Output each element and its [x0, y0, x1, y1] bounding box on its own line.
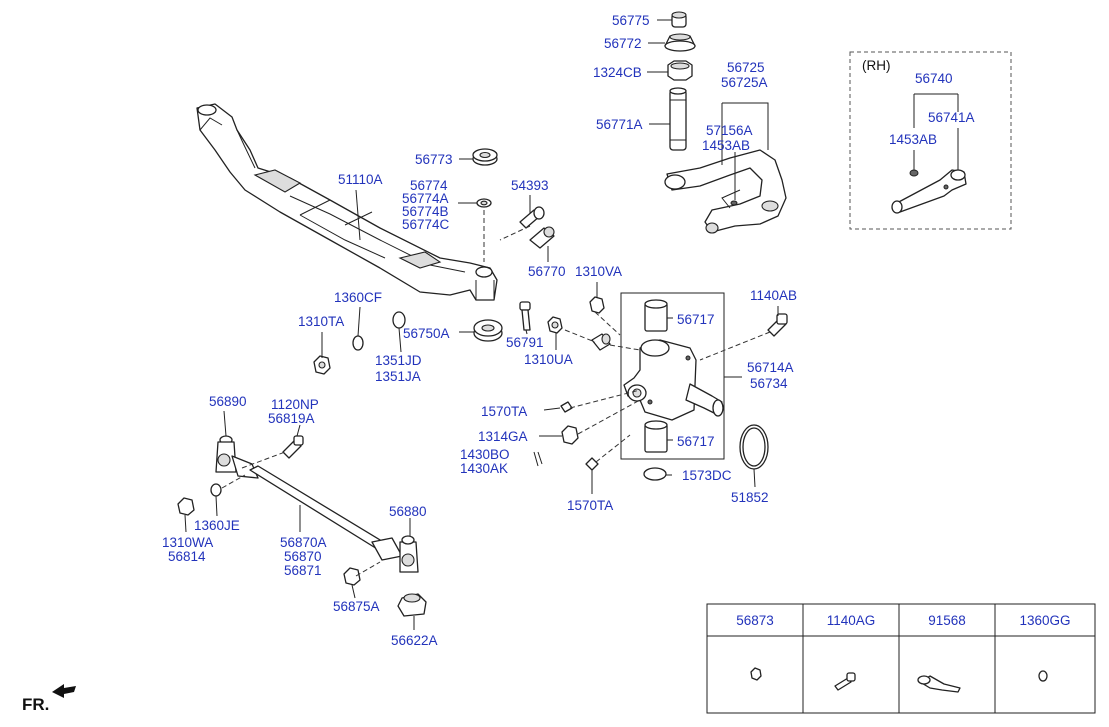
- label-1324CB: 1324CB: [593, 65, 642, 80]
- label-1430AK: 1430AK: [460, 461, 508, 476]
- label-1570TA-top: 1570TA: [481, 404, 527, 419]
- label-56774B: 56774B: [402, 204, 449, 219]
- tie-rod-assembly: [177, 435, 427, 617]
- rh-title: (RH): [862, 58, 891, 73]
- label-1310UA: 1310UA: [524, 352, 573, 367]
- label-56714A: 56714A: [747, 360, 794, 375]
- label-56774A: 56774A: [402, 191, 449, 206]
- label-56740: 56740: [915, 71, 953, 86]
- table-header-56873: 56873: [736, 613, 774, 628]
- label-56819A: 56819A: [268, 411, 315, 426]
- label-56773: 56773: [415, 152, 453, 167]
- label-56774: 56774: [410, 178, 448, 193]
- label-1314GA: 1314GA: [478, 429, 528, 444]
- label-54393: 54393: [511, 178, 549, 193]
- label-56771A: 56771A: [596, 117, 643, 132]
- front-arrow-icon: [52, 684, 76, 698]
- label-1570TA-bottom: 1570TA: [567, 498, 613, 513]
- table-header-1360GG: 1360GG: [1019, 613, 1070, 628]
- front-direction-marker: FR.: [22, 684, 76, 714]
- label-1310VA: 1310VA: [575, 264, 622, 279]
- label-56717-top: 56717: [677, 312, 715, 327]
- label-56870: 56870: [284, 549, 322, 564]
- part-labels: 56775 56772 1324CB 56725 56725A 56771A 5…: [162, 13, 797, 648]
- rh-detail-box: (RH) 56740 56741A 1453AB: [849, 51, 1012, 230]
- label-1453AB-rh: 1453AB: [889, 132, 937, 147]
- king-pin-parts: [664, 11, 787, 234]
- table-header-1140AG: 1140AG: [827, 613, 876, 628]
- label-1310WA: 1310WA: [162, 535, 213, 550]
- label-1360JE: 1360JE: [194, 518, 240, 533]
- front-axle-beam: [196, 103, 498, 301]
- label-56741A: 56741A: [928, 110, 975, 125]
- label-56871: 56871: [284, 563, 322, 578]
- label-56791: 56791: [506, 335, 544, 350]
- label-1453AB: 1453AB: [702, 138, 750, 153]
- label-57156A: 57156A: [706, 123, 753, 138]
- label-56725: 56725: [727, 60, 765, 75]
- leader-lines: [184, 19, 779, 630]
- label-1351JA: 1351JA: [375, 369, 421, 384]
- label-56772: 56772: [604, 36, 642, 51]
- parts-table: 56873 1140AG 91568 1360GG: [706, 603, 1096, 714]
- label-56774C: 56774C: [402, 217, 450, 232]
- label-1360CF: 1360CF: [334, 290, 382, 305]
- label-51110A: 51110A: [338, 172, 383, 187]
- label-56750A: 56750A: [403, 326, 450, 341]
- label-56717-bottom: 56717: [677, 434, 715, 449]
- knuckle-assembly: [533, 292, 788, 481]
- label-56875A: 56875A: [333, 599, 380, 614]
- label-1140AB: 1140AB: [750, 288, 797, 303]
- label-56734: 56734: [750, 376, 788, 391]
- label-1120NP: 1120NP: [271, 397, 319, 412]
- label-56890: 56890: [209, 394, 247, 409]
- label-56622A: 56622A: [391, 633, 438, 648]
- label-1310TA: 1310TA: [298, 314, 344, 329]
- label-1430BO: 1430BO: [460, 447, 510, 462]
- label-51852: 51852: [731, 490, 769, 505]
- label-56725A: 56725A: [721, 75, 768, 90]
- label-56775: 56775: [612, 13, 650, 28]
- front-label: FR.: [22, 695, 49, 714]
- table-header-91568: 91568: [928, 613, 966, 628]
- beam-fasteners: [313, 148, 641, 375]
- label-1573DC: 1573DC: [682, 468, 732, 483]
- label-1351JD: 1351JD: [375, 353, 422, 368]
- label-56770: 56770: [528, 264, 566, 279]
- label-56814: 56814: [168, 549, 206, 564]
- label-56870A: 56870A: [280, 535, 327, 550]
- label-56880: 56880: [389, 504, 427, 519]
